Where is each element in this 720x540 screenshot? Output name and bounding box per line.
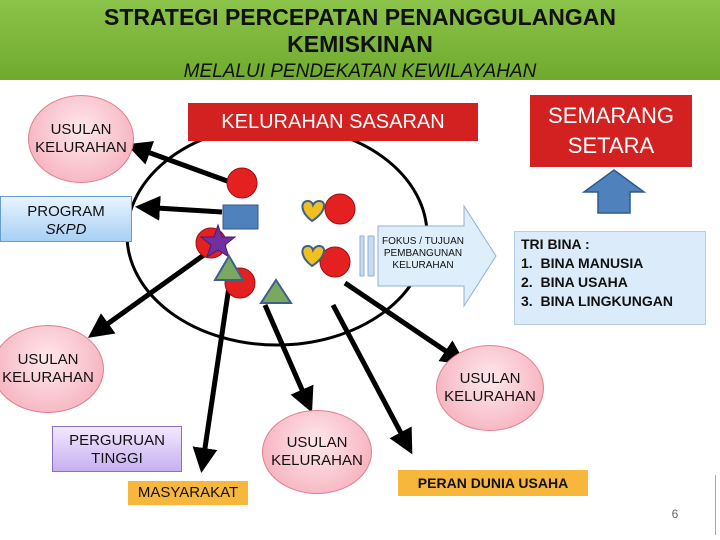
perguruan-line1: PERGURUAN [69, 432, 165, 449]
blue-square [222, 204, 259, 230]
program-line1: PROGRAM [27, 203, 105, 220]
usulan-kelurahan-left: USULAN KELURAHAN [0, 325, 104, 413]
fokus-arrow [359, 204, 497, 308]
tri-bina-box: TRI BINA : 1. BINA MANUSIA 2. BINA USAHA… [514, 231, 706, 325]
page-title: STRATEGI PERCEPATAN PENANGGULANGAN KEMIS… [0, 4, 720, 58]
program-line2: SKPD [45, 221, 87, 238]
red-dot [226, 167, 258, 199]
semarang-setara-box: SEMARANG SETARA [530, 95, 692, 167]
usulan-bottom-line2: KELURAHAN [271, 452, 363, 469]
title-line-2: KEMISKINAN [287, 31, 433, 57]
green-triangle [259, 278, 293, 304]
green-triangle [213, 254, 245, 281]
usulan-right-line2: KELURAHAN [444, 388, 536, 405]
usulan-top-line2: KELURAHAN [35, 139, 127, 156]
purple-star [199, 223, 237, 259]
red-dot [324, 193, 356, 225]
arrow-to-usulan-bottom [262, 303, 314, 413]
usulan-bottom-line1: USULAN [286, 434, 348, 451]
usulan-kelurahan-bottom: USULAN KELURAHAN [262, 410, 372, 494]
arrow-to-peran [330, 303, 413, 455]
red-dot [319, 246, 351, 278]
tri-bina-item: 1. BINA MANUSIA [521, 255, 644, 271]
kelurahan-sasaran-box: KELURAHAN SASARAN [188, 103, 478, 141]
tri-bina-item: 2. BINA USAHA [521, 274, 628, 290]
fokus-line3: KELURAHAN [392, 260, 454, 271]
arrow-to-masyarakat [192, 279, 233, 473]
gold-heart [301, 199, 325, 223]
arrow-to-usulan-left [87, 239, 224, 338]
usulan-right-line1: USULAN [459, 370, 521, 387]
fokus-line2: PEMBANGUNAN [383, 248, 463, 259]
tri-bina-item: 3. BINA LINGKUNGAN [521, 293, 673, 309]
header-banner [0, 0, 720, 80]
fokus-line1: FOKUS / TUJUAN [381, 236, 465, 247]
page-subtitle: MELALUI PENDEKATAN KEWILAYAHAN [183, 61, 537, 82]
usulan-kelurahan-top: USULAN KELURAHAN [28, 95, 134, 183]
program-skpd-box: PROGRAM SKPD [0, 196, 132, 242]
perguruan-line2: TINGGI [91, 450, 143, 467]
usulan-kelurahan-right: USULAN KELURAHAN [436, 345, 544, 431]
semarang-line2: SETARA [567, 133, 655, 158]
page-divider [715, 475, 716, 535]
usulan-left-line1: USULAN [17, 351, 79, 368]
arrow-to-usulan-top [126, 141, 231, 185]
page-number: 6 [671, 507, 679, 521]
masyarakat-box: MASYARAKAT [128, 481, 248, 505]
fokus-label: FOKUS / TUJUAN PEMBANGUNAN KELURAHAN [380, 236, 466, 272]
usulan-top-line1: USULAN [50, 121, 112, 138]
arrow-to-usulan-right [343, 280, 467, 365]
title-line-1: STRATEGI PERCEPATAN PENANGGULANGAN [104, 4, 616, 30]
tri-bina-title: TRI BINA : [521, 236, 590, 252]
semarang-line1: SEMARANG [548, 103, 674, 128]
arrow-to-program-skpd [135, 195, 223, 221]
up-arrow [581, 169, 647, 214]
perguruan-tinggi-box: PERGURUAN TINGGI [52, 426, 182, 472]
usulan-left-line2: KELURAHAN [2, 369, 94, 386]
peran-dunia-usaha-box: PERAN DUNIA USAHA [398, 470, 588, 496]
gold-heart [301, 244, 325, 268]
